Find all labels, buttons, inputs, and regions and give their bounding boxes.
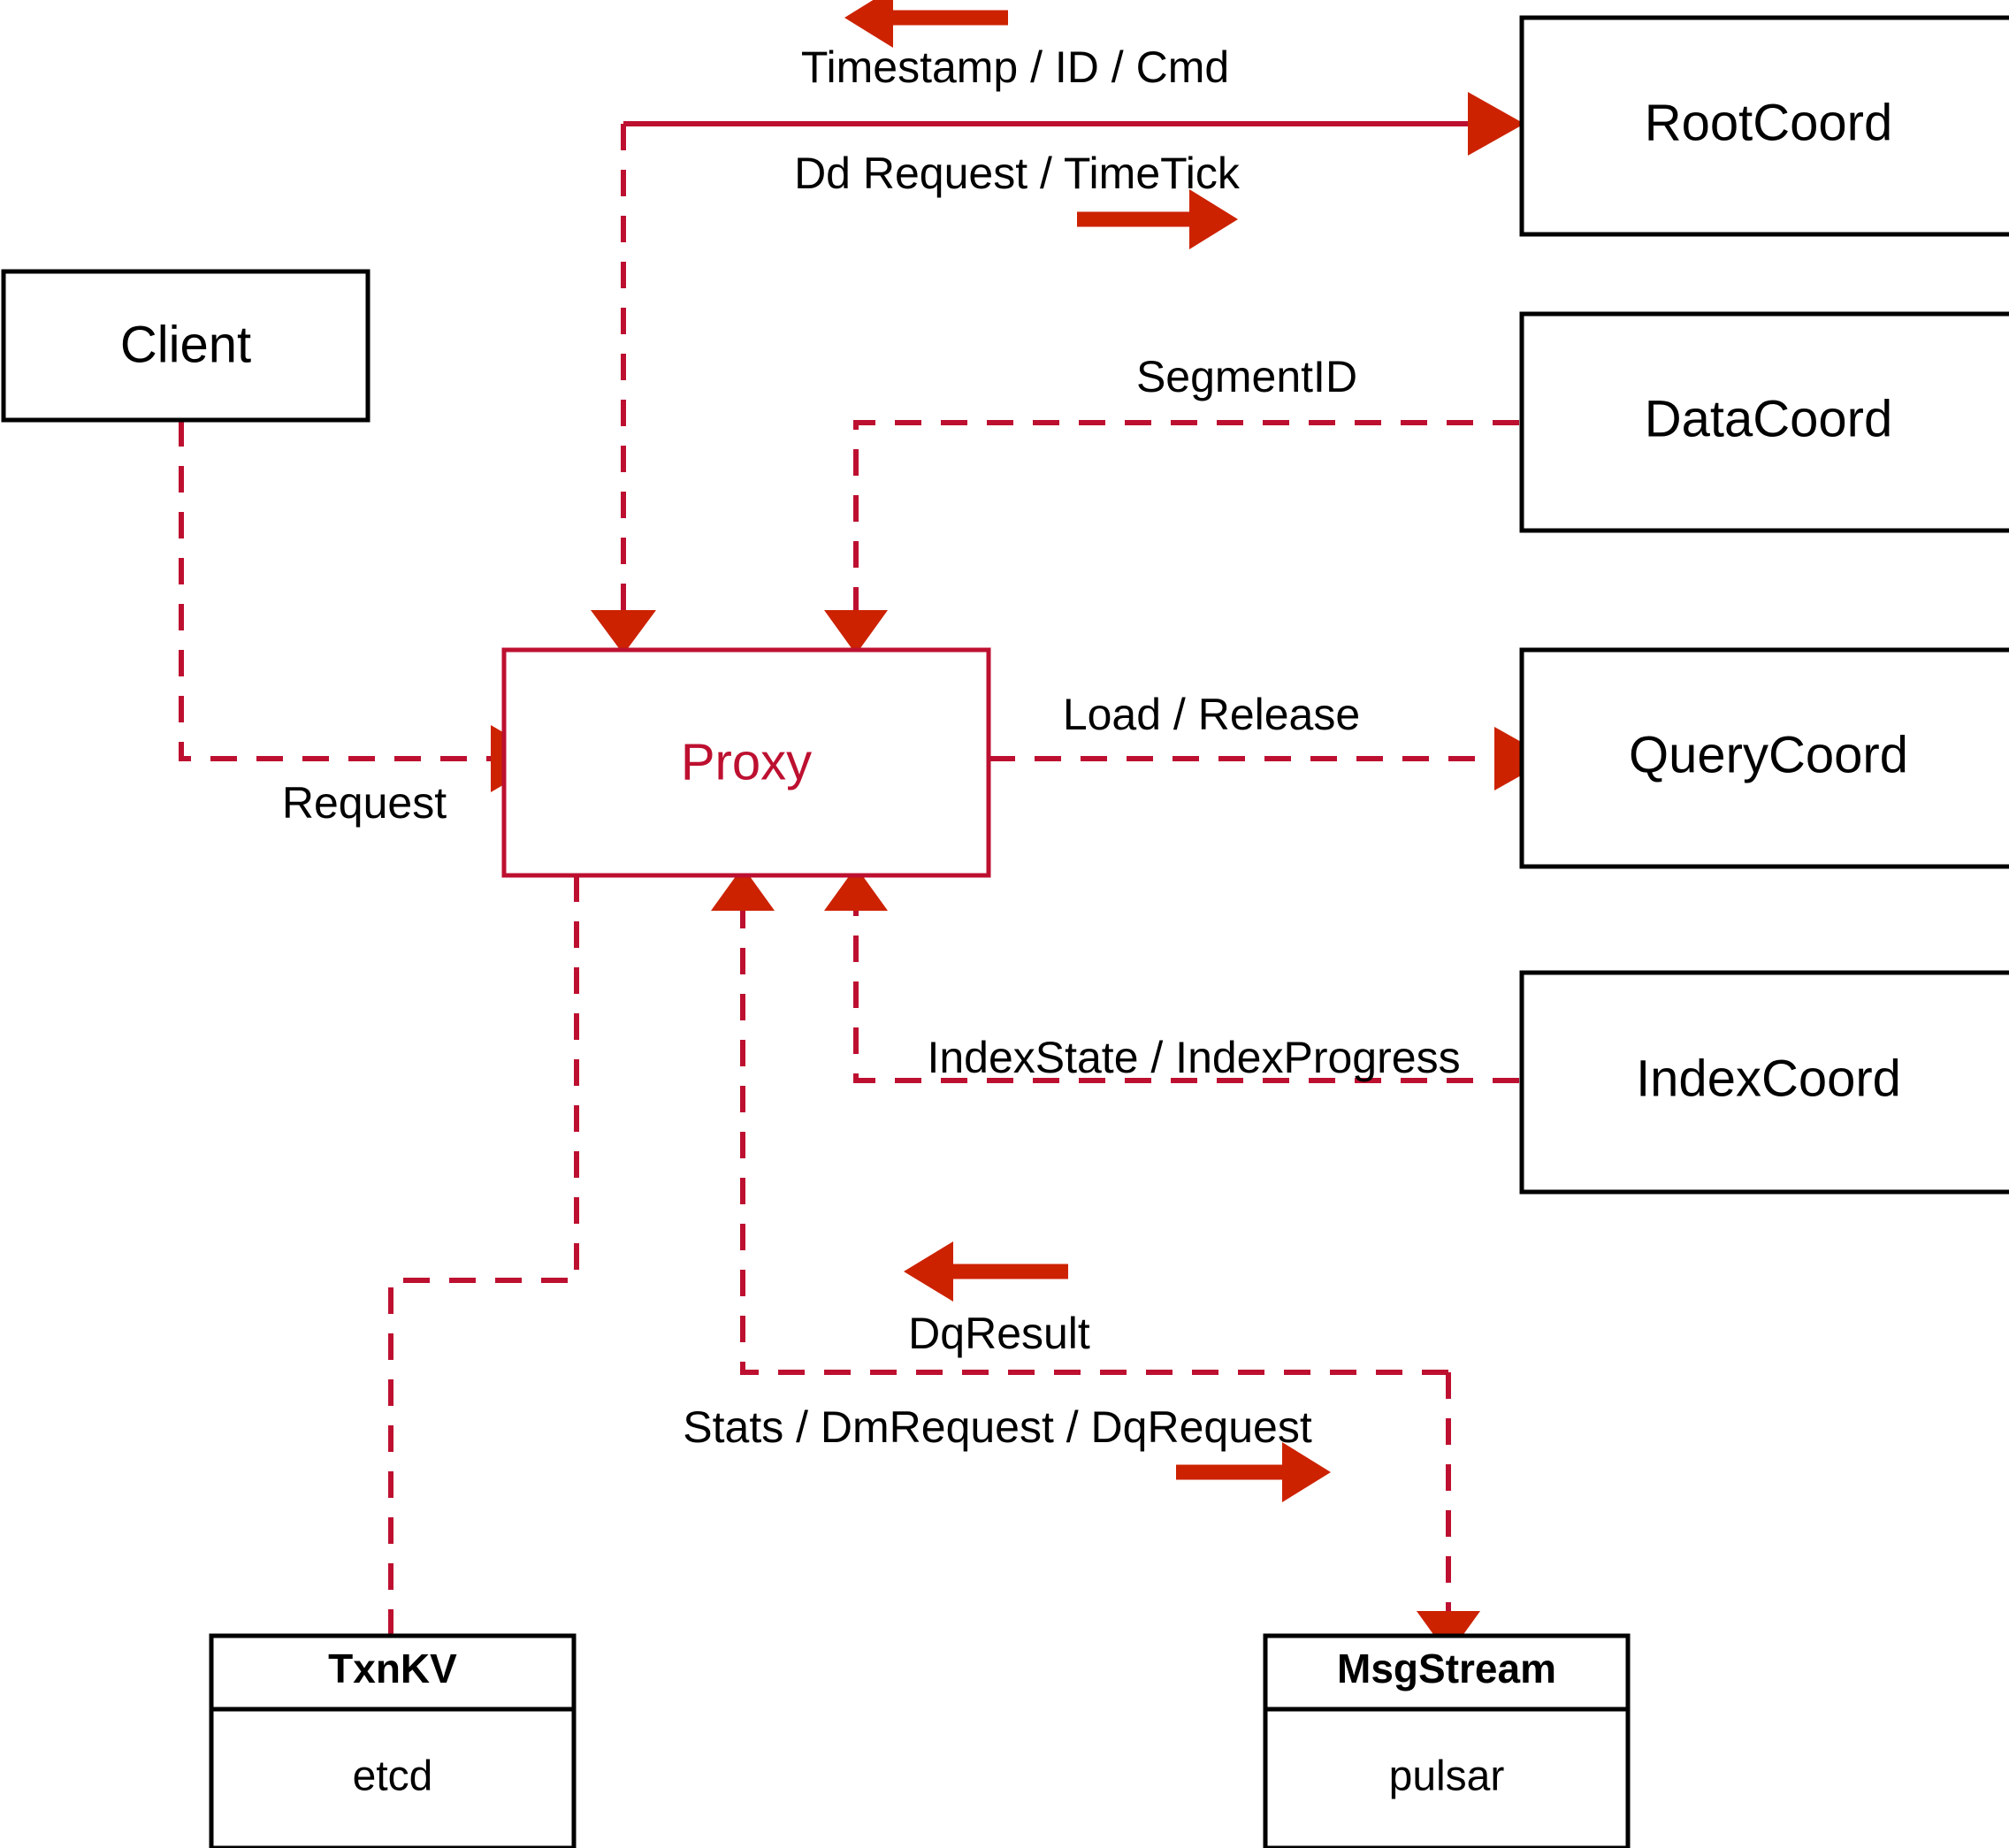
arrowhead-into-msgstream	[1417, 1611, 1480, 1655]
node-rootcoord-label: RootCoord	[1645, 94, 1892, 151]
edge-label-dq-result: DqResult	[908, 1309, 1090, 1358]
edge-label-segment-id: SegmentID	[1136, 352, 1357, 401]
edge-label-dd-request-timetick: Dd Request / TimeTick	[794, 149, 1241, 198]
node-msgstream-impl: pulsar	[1389, 1753, 1505, 1800]
node-proxy[interactable]: Proxy	[501, 647, 991, 878]
node-datacoord[interactable]: DataCoord	[1519, 311, 2009, 533]
arrowhead-into-proxy-top-left	[591, 610, 656, 654]
edge-label-request: Request	[282, 778, 447, 828]
node-rootcoord[interactable]: RootCoord	[1519, 15, 2009, 237]
edge-msgstream-to-proxy-line	[740, 911, 1448, 1375]
edge-label-load-release: Load / Release	[1063, 690, 1360, 739]
node-txnkv[interactable]: TxnKV etcd	[209, 1633, 577, 1848]
direction-arrow-dqresult-left	[904, 1241, 1068, 1302]
edge-indexcoord-to-proxy-line	[853, 911, 1519, 1083]
edge-label-timestamp-id-cmd: Timestamp / ID / Cmd	[801, 42, 1229, 92]
node-msgstream[interactable]: MsgStream pulsar	[1263, 1633, 1631, 1848]
node-client-label: Client	[120, 316, 251, 373]
edge-label-index-state-progress: IndexState / IndexProgress	[927, 1033, 1460, 1082]
node-txnkv-impl: etcd	[353, 1753, 433, 1800]
node-client[interactable]: Client	[1, 269, 370, 423]
node-datacoord-label: DataCoord	[1645, 390, 1892, 447]
arrowhead-into-proxy-top-right	[824, 610, 888, 654]
direction-arrow-ddrequest-right	[1077, 189, 1238, 249]
node-indexcoord[interactable]: IndexCoord	[1519, 970, 2009, 1195]
node-txnkv-title: TxnKV	[328, 1646, 457, 1691]
direction-arrow-stats-right	[1176, 1442, 1331, 1502]
edge-client-to-proxy-line	[179, 420, 491, 761]
edge-label-stats-dm-dq: Stats / DmRequest / DqRequest	[683, 1402, 1312, 1452]
arrowhead-into-proxy-bottom-left	[711, 867, 775, 911]
edge-proxy-to-txnkv-line	[388, 875, 579, 1636]
edge-datacoord-to-proxy-line	[853, 420, 1519, 610]
node-querycoord-label: QueryCoord	[1629, 726, 1908, 783]
node-querycoord[interactable]: QueryCoord	[1519, 647, 2009, 869]
node-indexcoord-label: IndexCoord	[1636, 1050, 1901, 1107]
arrowhead-into-proxy-bottom-right	[824, 867, 888, 911]
node-msgstream-title: MsgStream	[1337, 1646, 1556, 1691]
direction-arrow-timestamp-left	[844, 0, 1008, 48]
arrowhead-into-rootcoord	[1468, 92, 1524, 156]
node-proxy-label: Proxy	[681, 733, 812, 790]
